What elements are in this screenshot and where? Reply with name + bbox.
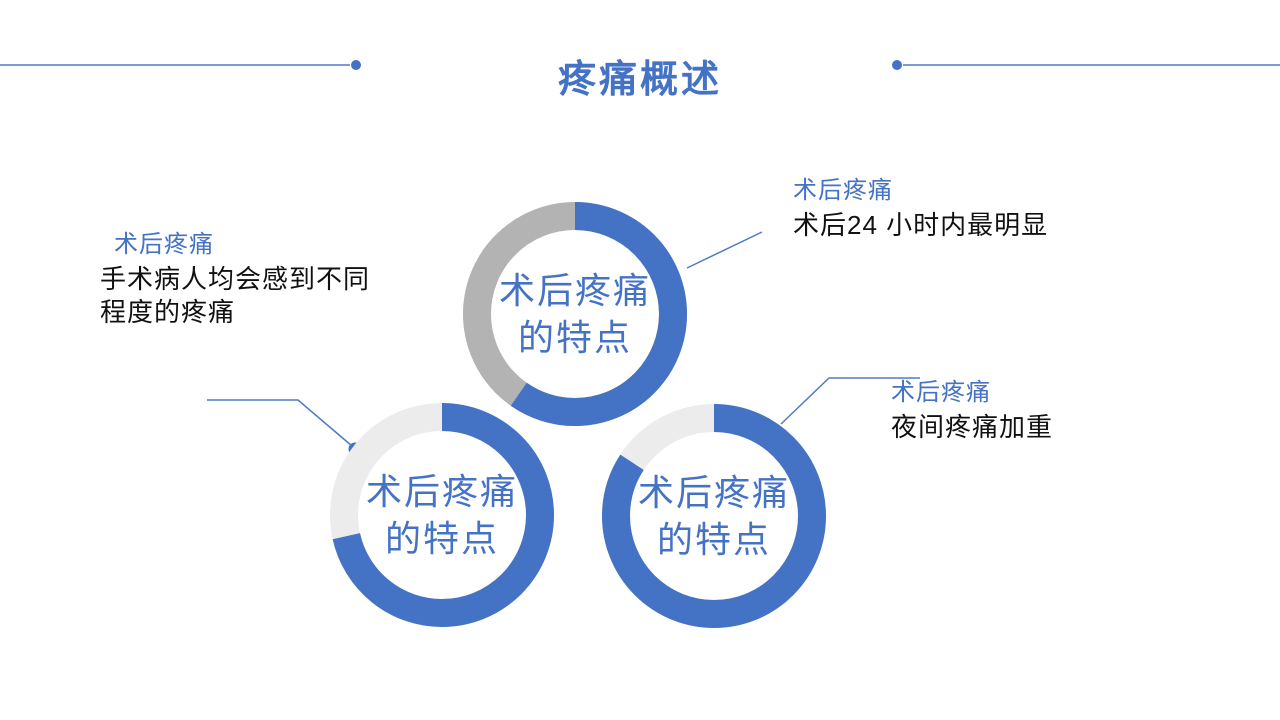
donut-chart-bottom-left: 术后疼痛 的特点 bbox=[330, 403, 554, 627]
donut-label-line2: 的特点 bbox=[384, 518, 499, 559]
callout-title: 术后疼痛 bbox=[114, 231, 214, 258]
callout-body: 夜间疼痛加重 bbox=[891, 412, 1054, 442]
callout-body: 术后24 小时内最明显 bbox=[793, 210, 1049, 240]
callout-right: 术后疼痛 夜间疼痛加重 bbox=[891, 379, 1053, 444]
donut-chart-top: 术后疼痛 的特点 bbox=[463, 202, 687, 426]
donut-ring-icon bbox=[330, 403, 554, 627]
donut-label-line1: 术后疼痛 bbox=[498, 270, 651, 311]
donut-label-line2: 的特点 bbox=[656, 519, 771, 560]
callout-body: 手术病人均会感到不同程度的疼痛 bbox=[100, 264, 371, 327]
donut-label: 术后疼痛 的特点 bbox=[602, 404, 826, 628]
connector-top-right bbox=[686, 231, 763, 269]
page-title: 疼痛概述 bbox=[557, 59, 722, 101]
callout-left: 术后疼痛 手术病人均会感到不同程度的疼痛 bbox=[100, 231, 396, 329]
donut-ring-icon bbox=[602, 404, 826, 628]
donut-ring-icon bbox=[463, 202, 687, 426]
donut-label-line1: 术后疼痛 bbox=[365, 471, 518, 512]
donut-label: 术后疼痛 的特点 bbox=[330, 403, 554, 627]
donut-label: 术后疼痛 的特点 bbox=[463, 202, 687, 426]
donut-label-line1: 术后疼痛 bbox=[637, 472, 790, 513]
donut-label-line2: 的特点 bbox=[517, 317, 632, 358]
callout-title: 术后疼痛 bbox=[793, 177, 893, 204]
donut-chart-bottom-right: 术后疼痛 的特点 bbox=[602, 404, 826, 628]
callout-top-right: 术后疼痛 术后24 小时内最明显 bbox=[793, 177, 1048, 242]
callout-title: 术后疼痛 bbox=[891, 379, 991, 406]
